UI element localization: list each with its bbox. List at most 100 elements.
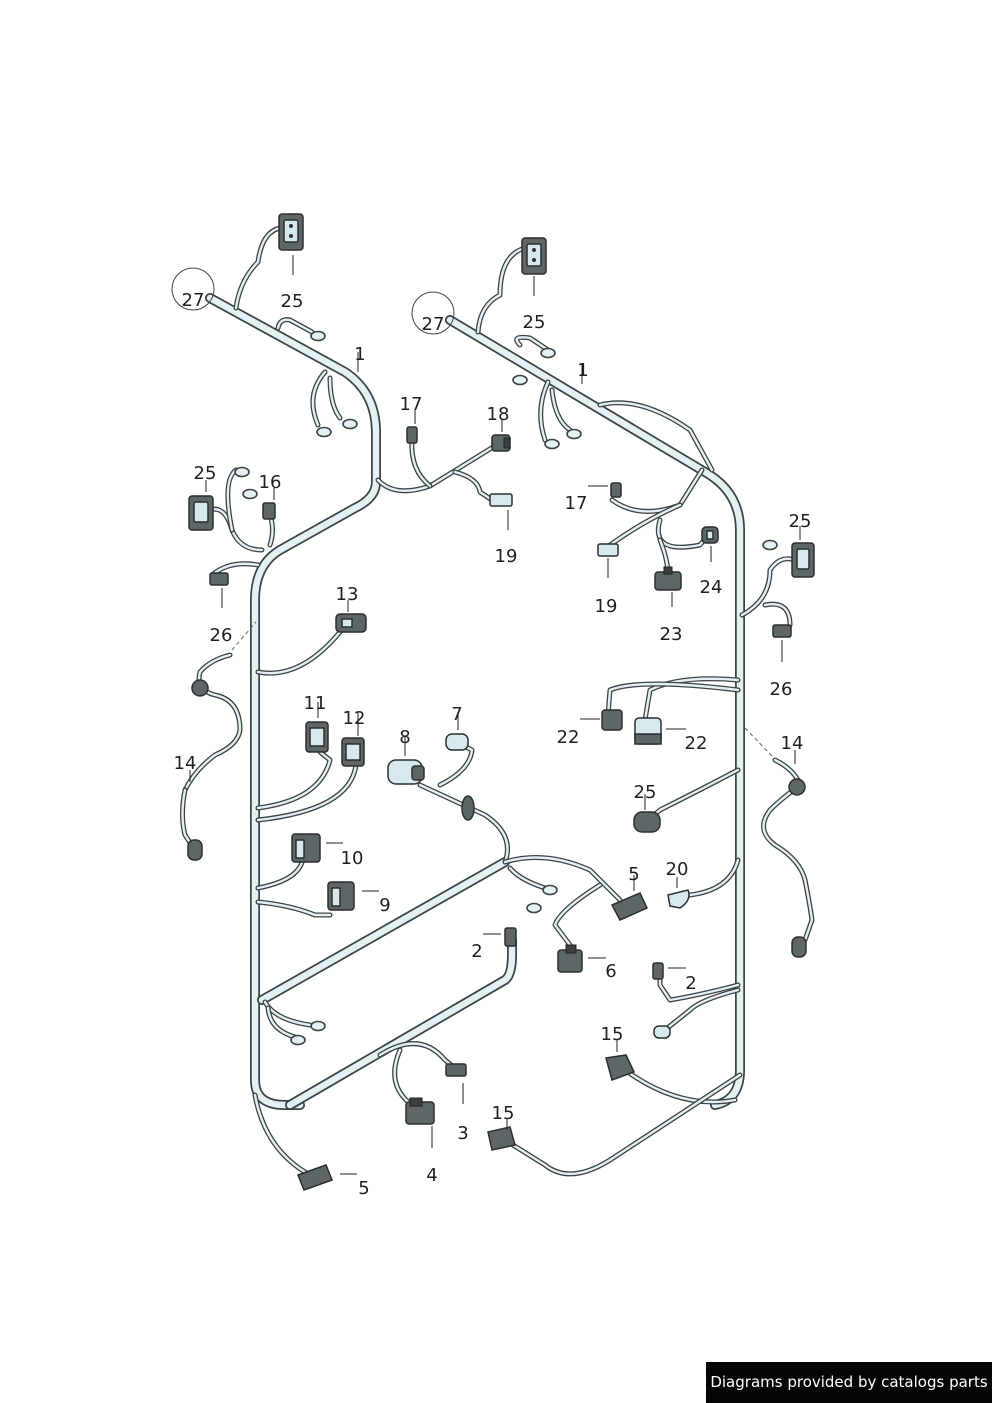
callout-15: 15 [492,1103,515,1124]
callout-27-circle-left [171,267,215,311]
eyelet-ring [542,884,558,896]
eyelet-ring [310,330,326,342]
callout-10: 10 [341,848,364,869]
connector-25-lower-right [633,811,661,833]
connector-12 [341,737,365,767]
connector-6 [557,944,583,973]
connector-11 [305,721,329,753]
callout-14: 14 [174,753,197,774]
connector-5-upper [610,892,649,921]
callout-9: 9 [379,895,390,916]
callout-12: 12 [343,708,366,729]
eyelet-ring [310,1020,326,1032]
connector-20 [667,889,690,909]
callout-25: 25 [523,312,546,333]
connector-13 [335,613,367,633]
connector-26-left [209,572,229,586]
connector-10 [291,833,321,863]
callout-22: 22 [557,727,580,748]
connector-22-left [601,709,623,731]
connector-24 [701,526,719,544]
eyelet-ring [234,466,250,478]
eyelet-ring [512,374,528,386]
eyelet-ring [342,418,358,430]
connector-15-lower [487,1126,516,1151]
connector-22-right [634,717,662,745]
connector-inline-right [653,1025,671,1039]
connector-16 [262,502,276,520]
callout-2: 2 [471,941,482,962]
eyelet-ring [290,1034,306,1046]
callout-13: 13 [336,584,359,605]
callout-25: 25 [281,291,304,312]
callout-27: 27 [182,290,205,311]
callout-16: 16 [259,472,282,493]
callout-3: 3 [457,1123,468,1144]
connector-5-lower [297,1164,333,1191]
connector-4 [405,1097,435,1125]
connectors [187,213,815,1191]
credit-banner: Diagrams provided by catalogs parts [706,1362,992,1403]
callout-11: 11 [304,693,327,714]
callout-15: 15 [601,1024,624,1045]
eyelet-ring [566,428,582,440]
callout-25: 25 [789,511,812,532]
callout-25: 25 [634,782,657,803]
callout-5: 5 [628,864,639,885]
callout-5: 5 [358,1178,369,1199]
callout-17: 17 [565,493,588,514]
connector-19-center [489,493,513,507]
callout-14: 14 [781,733,804,754]
callout-27-circle-right [411,291,455,335]
connector-3 [445,1063,467,1077]
sensor-14-right-loop [788,778,806,796]
eyelet-ring [544,438,560,450]
grommet [461,795,475,821]
callout-24: 24 [700,577,723,598]
connector-17-right [610,482,622,498]
callout-7: 7 [451,704,462,725]
connector-25-right [791,542,815,578]
ground-eyelets [234,330,778,1046]
eyelet-ring [242,488,258,500]
eyelet-ring [540,347,556,359]
callout-1: 1 [577,360,588,381]
connector-25-left [188,495,214,531]
connector-15-upper [605,1054,636,1081]
callout-18: 18 [487,404,510,425]
callout-26: 26 [770,679,793,700]
connector-25-top-right [521,237,547,275]
eyelet-ring [526,902,542,914]
callout-27: 27 [422,314,445,335]
leader-lines [189,255,801,1175]
connector-9 [327,881,355,911]
sensor-14-left-loop [191,679,209,697]
connector-26-right [772,624,792,638]
connector-23 [654,566,682,591]
connector-7 [445,733,469,751]
connector-8 [387,759,425,785]
eyelet-ring [316,426,332,438]
connector-19-right [597,543,619,557]
branch-wires [180,225,815,1178]
connector-18 [491,434,511,452]
sensor-14-left-tip [187,839,203,861]
connector-25-top-left [278,213,304,251]
sensor-14-right-tip [791,936,807,958]
callout-22: 22 [685,733,708,754]
callout-19: 19 [595,596,618,617]
callout-8: 8 [399,727,410,748]
eyelet-ring [762,539,778,551]
connector-17-center [406,426,418,444]
callout-6: 6 [605,961,616,982]
callout-20: 20 [666,859,689,880]
callout-1: 1 [354,344,365,365]
callout-26: 26 [210,625,233,646]
connector-2-right [652,962,664,980]
callout-2: 2 [685,973,696,994]
main-harness [205,293,745,1110]
callout-19: 19 [495,546,518,567]
callout-17: 17 [400,394,423,415]
callout-labels: 27 25 1 27 25 1 17 18 19 25 16 26 17 19 … [174,290,812,1199]
